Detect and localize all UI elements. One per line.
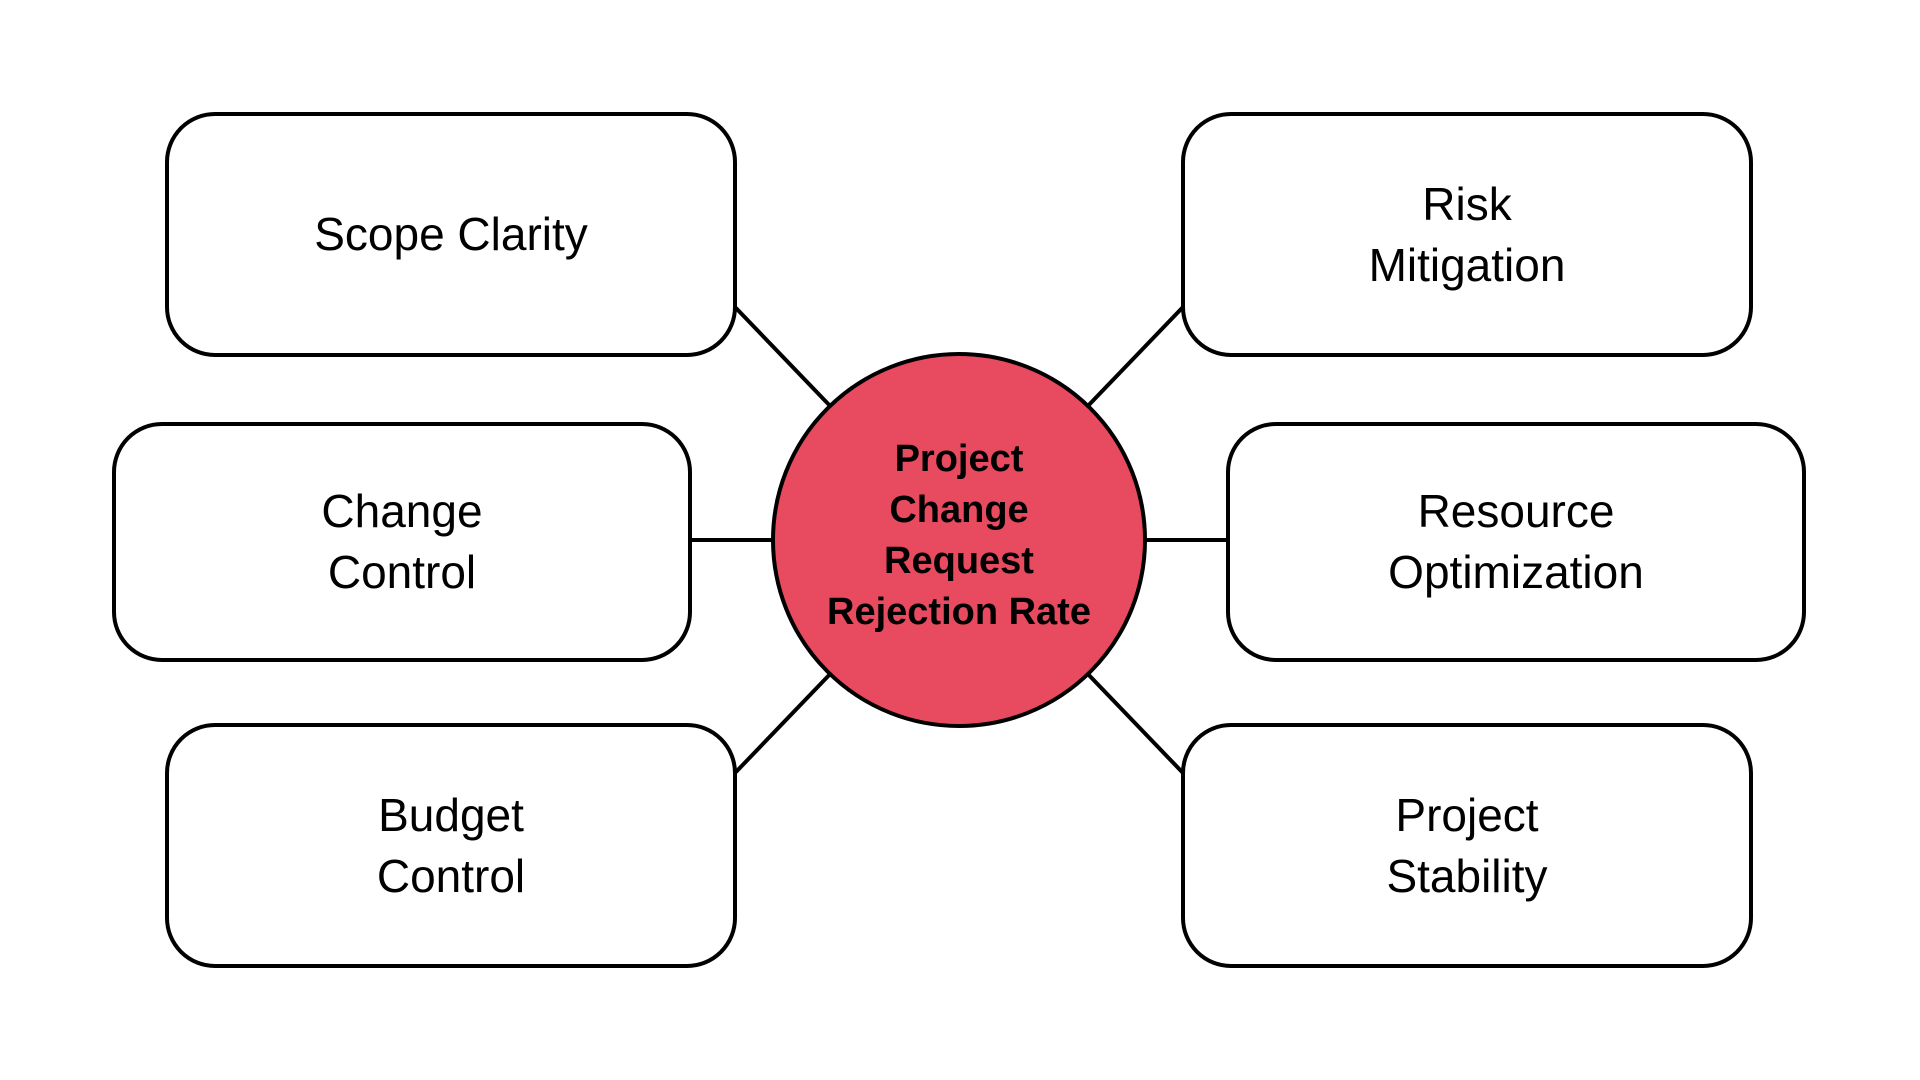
center-label-line: Project	[894, 438, 1024, 480]
center-label-line: Change	[889, 489, 1029, 531]
node-risk-mitigation: Risk Mitigation	[1181, 112, 1753, 357]
center-label-line: Rejection Rate	[827, 591, 1091, 633]
node-label-line: Stability	[1386, 849, 1548, 902]
center-node-circle	[771, 352, 1147, 728]
center-node-label: Project Change Request Rejection Rate	[779, 434, 1139, 638]
node-change-control: Change Control	[112, 422, 692, 662]
node-label-line: Change	[321, 485, 483, 537]
node-label-line: Control	[327, 546, 477, 598]
node-project-stability: Project Stability	[1181, 723, 1753, 968]
node-label-line: Resource	[1417, 485, 1615, 537]
node-resource-optimization: Resource Optimization	[1226, 422, 1806, 662]
node-label-line: Control	[376, 849, 526, 902]
node-label-line: Optimization	[1388, 546, 1644, 598]
node-budget-control: Budget Control	[165, 723, 737, 968]
node-scope-clarity: Scope Clarity	[165, 112, 737, 357]
node-label-line: Project	[1395, 788, 1539, 841]
node-label-line: Risk	[1422, 177, 1512, 230]
center-label-line: Request	[884, 540, 1034, 582]
node-label-line: Mitigation	[1368, 238, 1566, 291]
node-label-line: Budget	[378, 788, 524, 841]
node-label-line: Scope Clarity	[314, 208, 588, 260]
